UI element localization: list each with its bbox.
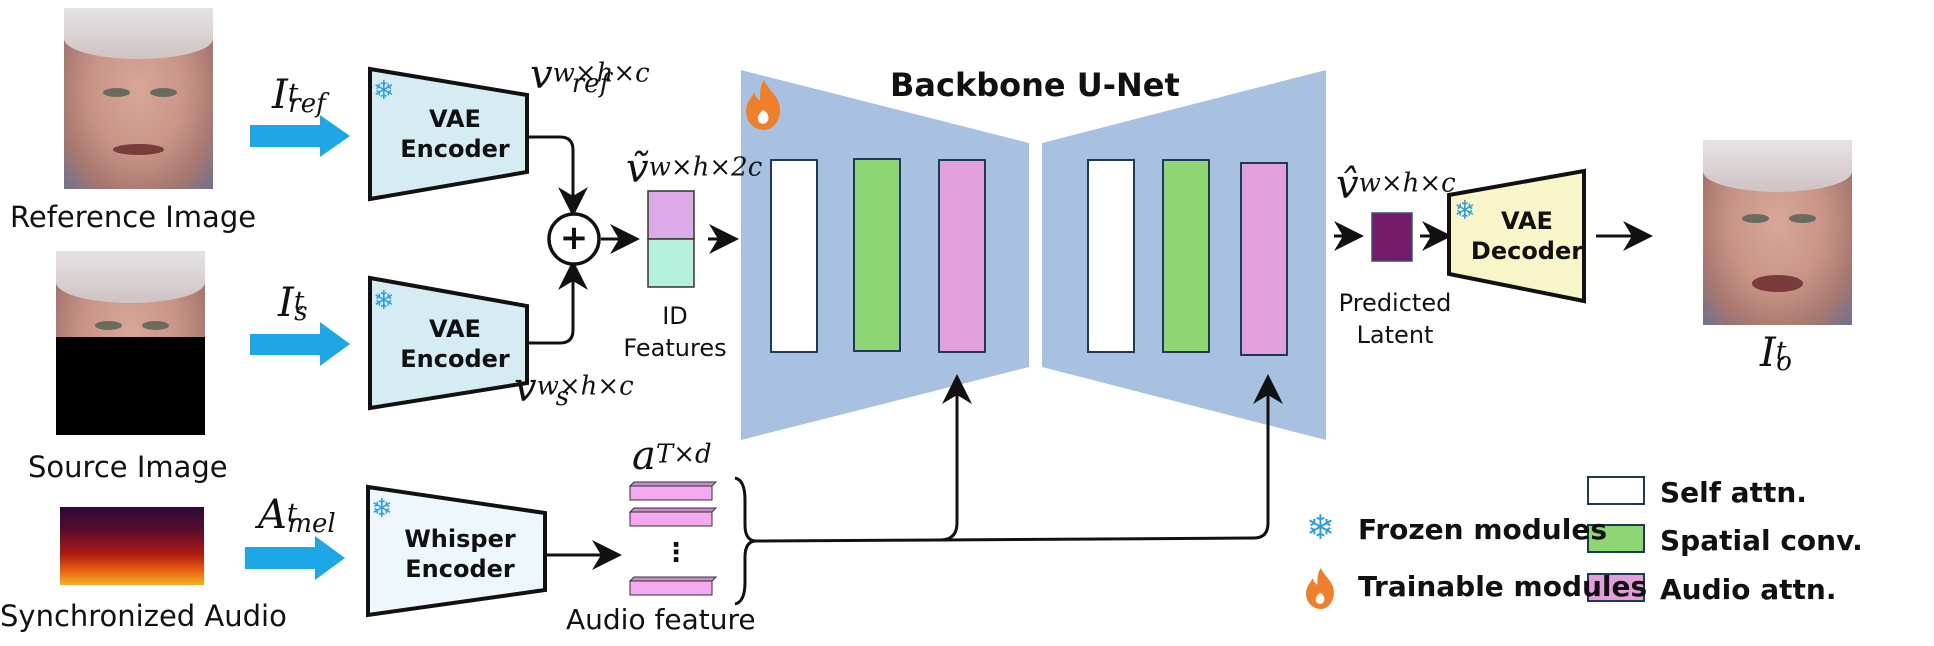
- i-ref-label: Itref: [272, 72, 326, 120]
- whisper-encoder-shape[interactable]: [366, 484, 547, 618]
- unet-left-self-attn[interactable]: [770, 159, 818, 353]
- unet-right-spatial-conv[interactable]: [1162, 159, 1210, 353]
- legend-swatch-spatial-conv: [1587, 524, 1645, 553]
- unet-right-self-attn[interactable]: [1087, 159, 1135, 353]
- legend-swatch-audio-attn: [1587, 573, 1645, 602]
- source-input-arrow: [250, 322, 350, 366]
- v-tilde-label: ṽw×h×2c: [626, 146, 763, 192]
- audio-input-arrow: [245, 536, 345, 580]
- concat-operator: [547, 212, 601, 266]
- vae-decoder-shape[interactable]: [1447, 168, 1586, 304]
- legend-swatch-self-attn: [1587, 476, 1645, 505]
- legend-frozen: Frozen modules: [1358, 513, 1607, 546]
- vae-encoder-ref-shape[interactable]: [368, 66, 529, 202]
- audio-feature-label: Audio feature: [566, 603, 756, 636]
- vae-encoder-src-shape[interactable]: [368, 275, 529, 411]
- legend-audio-attn: Audio attn.: [1660, 573, 1837, 606]
- source-image-caption: Source Image: [28, 450, 228, 484]
- legend-flame-icon: [1306, 568, 1334, 609]
- a-label: aT×d: [632, 433, 712, 479]
- mel-spectrogram: [60, 507, 204, 585]
- unet-left-spatial-conv[interactable]: [853, 158, 901, 352]
- predicted-latent-block: [1371, 212, 1413, 262]
- reference-image-caption: Reference Image: [10, 200, 257, 234]
- v-hat-label: v̂w×h×c: [1336, 162, 1456, 208]
- snowflake-icon: ❄: [371, 494, 393, 524]
- audio-feature-bar: [628, 507, 718, 527]
- audio-feature-ellipsis: ⋮: [663, 538, 689, 568]
- audio-caption: Synchronized Audio: [0, 599, 287, 633]
- legend-snowflake-icon: ❄: [1306, 508, 1335, 548]
- unet-right-audio-attn[interactable]: [1240, 162, 1288, 356]
- a-mel-label: Atmel: [258, 492, 336, 540]
- id-feature-bottom: [647, 238, 695, 288]
- audio-feature-bar: [628, 481, 718, 501]
- output-image: [1703, 140, 1852, 325]
- v-s-label: vw×h×cs: [514, 365, 634, 413]
- unet-left-audio-attn[interactable]: [938, 159, 986, 353]
- plus-symbol: +: [559, 218, 589, 258]
- legend-self-attn: Self attn.: [1660, 476, 1807, 509]
- i-s-label: Its: [278, 280, 308, 328]
- lower-face-mask: [56, 337, 205, 435]
- id-feature-top: [647, 190, 695, 240]
- legend-trainable: Trainable modules: [1358, 570, 1648, 603]
- unet-title: Backbone U-Net: [890, 66, 1180, 104]
- v-ref-label: vw×h×cref: [530, 52, 650, 100]
- snowflake-icon: ❄: [373, 286, 395, 316]
- reference-input-arrow: [250, 115, 350, 157]
- snowflake-icon: ❄: [1454, 196, 1476, 226]
- flame-icon: [746, 80, 780, 130]
- reference-image: [64, 8, 213, 189]
- audio-feature-brace: [734, 476, 756, 606]
- snowflake-icon: ❄: [373, 76, 395, 106]
- source-image: [56, 251, 205, 435]
- audio-feature-bar: [628, 576, 718, 596]
- i-o-label: Ito: [1760, 330, 1792, 378]
- legend-spatial-conv: Spatial conv.: [1660, 524, 1863, 557]
